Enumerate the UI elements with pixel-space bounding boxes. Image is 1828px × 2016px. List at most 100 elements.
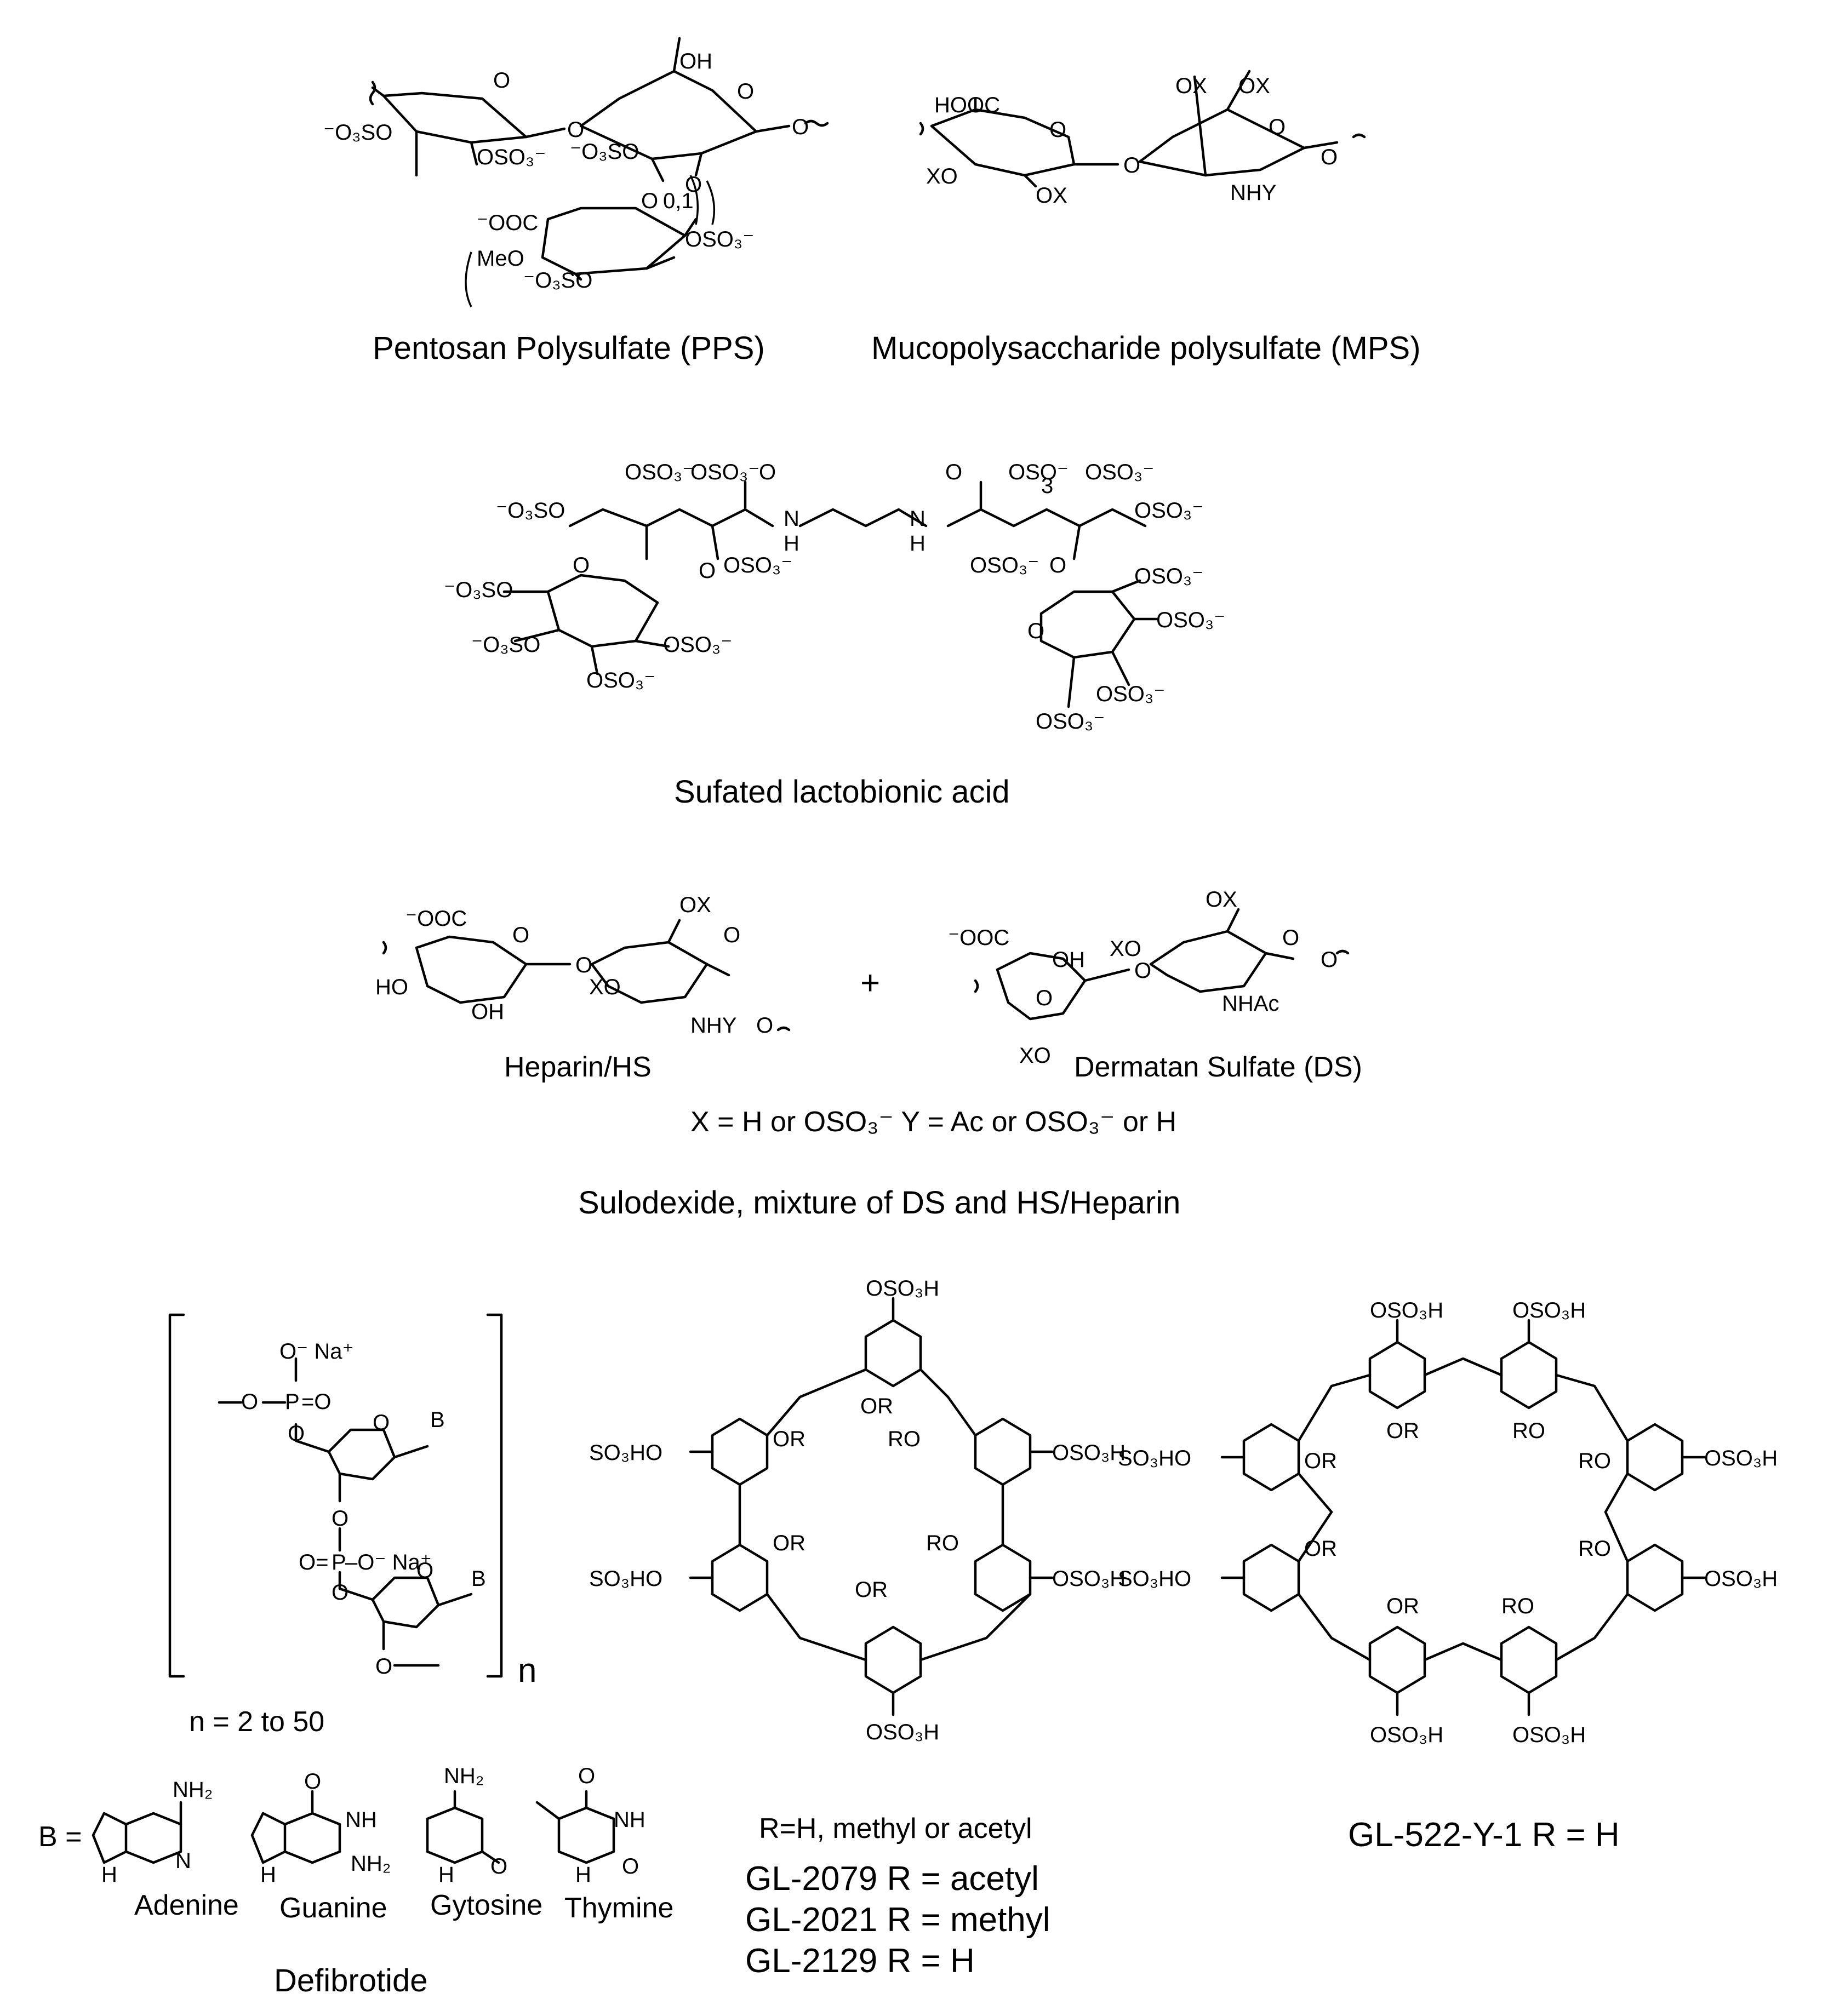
calixB-ro-1: RO <box>1512 1419 1545 1443</box>
ds-label: Dermatan Sulfate (DS) <box>1074 1051 1362 1083</box>
cytosine-nh2: NH₂ <box>444 1764 484 1788</box>
adenine-structure: NH₂ N H <box>92 1778 213 1887</box>
cytosine-o: O <box>490 1854 507 1878</box>
lacto-o-link-l: O <box>699 559 716 583</box>
lacto-oso3-c: OSO⁻ <box>1008 460 1069 484</box>
calixarene-a-structure: OSO₃H SO₃HO OSO₃H SO₃HO OSO₃H OSO₃H OR O… <box>589 1276 1126 1980</box>
thymine-o: O <box>578 1764 595 1788</box>
calixB-oso3h-6: OSO₃H <box>1512 1723 1586 1747</box>
mps-caption: Mucopolysaccharide polysulfate (MPS) <box>871 330 1421 366</box>
calixA-ro-2: RO <box>926 1531 959 1555</box>
calixA-ro-1: RO <box>888 1427 921 1451</box>
calixA-or-3: OR <box>773 1531 806 1555</box>
mps-o-ring2: O <box>1269 115 1286 139</box>
defib-b-eq: B = <box>38 1821 82 1853</box>
defib-o2: O <box>288 1422 305 1446</box>
adenine-n: N <box>175 1849 191 1873</box>
defib-p2: P <box>332 1550 346 1574</box>
pps-caption: Pentosan Polysulfate (PPS) <box>373 330 765 366</box>
defib-o-ring1: O <box>373 1411 390 1435</box>
sulo-o-r2: O <box>723 923 740 947</box>
sulo-ooc1: ⁻OOC <box>405 907 467 931</box>
lacto-oso3-k: OSO₃⁻ <box>1156 608 1225 632</box>
pps-structure: O O OH O O ⁻O₃SO OSO₃⁻ ⁻O₃SO O ⁻OOC O 0,… <box>323 37 829 366</box>
mps-ox1: OX <box>1036 184 1067 208</box>
pps-ooc: ⁻OOC <box>477 211 538 235</box>
adenine-h: H <box>101 1863 117 1887</box>
sulo-oh1: OH <box>471 1000 504 1024</box>
lacto-oso3-h: OSO₃⁻ <box>663 633 732 657</box>
lacto-oso3-c-sub: 3 <box>1041 474 1053 498</box>
lacto-o3so-ring: ⁻O₃SO <box>444 578 513 602</box>
thymine-o2: O <box>622 1854 639 1878</box>
mps-ox3: OX <box>1238 74 1270 98</box>
sulo-nhy: NHY <box>690 1013 736 1038</box>
sulo-xo1: XO <box>589 975 621 999</box>
pps-meo: MeO <box>477 247 524 271</box>
base-label-guanine: Guanine <box>279 1892 387 1924</box>
thymine-structure: O NH O H <box>535 1764 645 1887</box>
pps-o3so-3: ⁻O₃SO <box>523 268 592 293</box>
lacto-oso3-b: OSO₃⁻ <box>690 460 759 484</box>
lactobionic-structure: OSO₃⁻ OSO₃⁻ O ⁻O₃SO N H N H O OSO⁻ 3 OSO… <box>444 460 1225 810</box>
pps-o-link1: O <box>567 118 584 142</box>
guanine-nh: NH <box>345 1808 377 1832</box>
calixA-or-2: OR <box>773 1427 806 1451</box>
mps-hooc: HOOC <box>934 93 1000 117</box>
calixA-so3ho-1: SO₃HO <box>589 1441 662 1465</box>
sulo-o-r4: O <box>1282 926 1299 950</box>
lacto-oso3-a: OSO₃⁻ <box>625 460 694 484</box>
cytosine-structure: NH₂ O H <box>426 1764 507 1887</box>
calixB-name: GL-522-Y-1 R = H <box>1348 1816 1620 1854</box>
adenine-nh2: NH₂ <box>173 1778 213 1802</box>
lacto-o-carbonyl2: O <box>945 460 962 484</box>
lacto-o3so-l: ⁻O₃SO <box>496 499 565 523</box>
defib-b2: B <box>471 1567 486 1591</box>
heparin-label: Heparin/HS <box>504 1051 652 1083</box>
calixA-oso3h-r2: OSO₃H <box>1052 1567 1126 1591</box>
defib-n: n <box>518 1652 536 1689</box>
defib-n-range: n = 2 to 50 <box>189 1706 324 1738</box>
guanine-o: O <box>304 1769 321 1794</box>
pps-o-link2: O <box>792 115 809 139</box>
mps-o-link: O <box>1123 153 1140 177</box>
lacto-o-carbonyl1: O <box>759 460 776 484</box>
mps-ox2: OX <box>1175 74 1207 98</box>
defib-o-na2: –O⁻ Na⁺ <box>345 1550 432 1574</box>
lacto-oso3-d: OSO₃⁻ <box>1085 460 1154 484</box>
calixB-so3ho-2: SO₃HO <box>1118 1567 1191 1591</box>
sulo-o-end1: O <box>756 1013 773 1038</box>
lacto-h1: H <box>784 531 799 555</box>
calixB-so3ho-1: SO₃HO <box>1118 1446 1191 1470</box>
defibrotide-structure: O⁻ Na⁺ O P =O O O B O O= P –O⁻ Na⁺ O O B… <box>38 1313 673 1998</box>
mps-structure: HOOC O XO OX O OX OX O NHY O Mucopolysac… <box>871 70 1421 366</box>
defibrotide-caption: Defibrotide <box>274 1963 427 1998</box>
lacto-o-link-r: O <box>1049 553 1066 577</box>
defib-o-ring2: O <box>416 1559 433 1583</box>
lacto-oso3-g: OSO₃⁻ <box>970 553 1039 577</box>
calixB-oso3h-4: OSO₃H <box>1704 1567 1778 1591</box>
sulo-nhac: NHAc <box>1222 992 1279 1016</box>
sulo-o-end2: O <box>1321 948 1338 972</box>
lacto-n1: N <box>784 507 799 531</box>
sulo-o-l2: O <box>1134 959 1151 983</box>
calixA-so3ho-2: SO₃HO <box>589 1567 662 1591</box>
mps-xo: XO <box>926 164 958 188</box>
calixA-name-2: GL-2021 R = methyl <box>745 1901 1050 1939</box>
base-label-adenine: Adenine <box>134 1889 239 1921</box>
calixB-oso3h-5: OSO₃H <box>1370 1723 1443 1747</box>
sulodexide-plus: + <box>860 964 880 1002</box>
lacto-n2: N <box>910 507 926 531</box>
calixB-oso3h-3: OSO₃H <box>1704 1446 1778 1470</box>
defib-o4: O <box>332 1580 349 1605</box>
calixA-oso3h-top: OSO₃H <box>866 1276 939 1301</box>
calixB-or-3: OR <box>1304 1537 1337 1561</box>
lactobionic-caption: Sufated lactobionic acid <box>674 774 1010 810</box>
pps-oh: OH <box>679 49 712 73</box>
pps-oso3-1: OSO₃⁻ <box>477 145 546 169</box>
pps-o-link3: O <box>685 173 702 197</box>
sulo-xo2: XO <box>1110 937 1141 961</box>
sulo-ox2: OX <box>1206 887 1237 912</box>
pps-o-ring3: O <box>641 189 658 213</box>
sulo-ox1: OX <box>679 893 711 917</box>
